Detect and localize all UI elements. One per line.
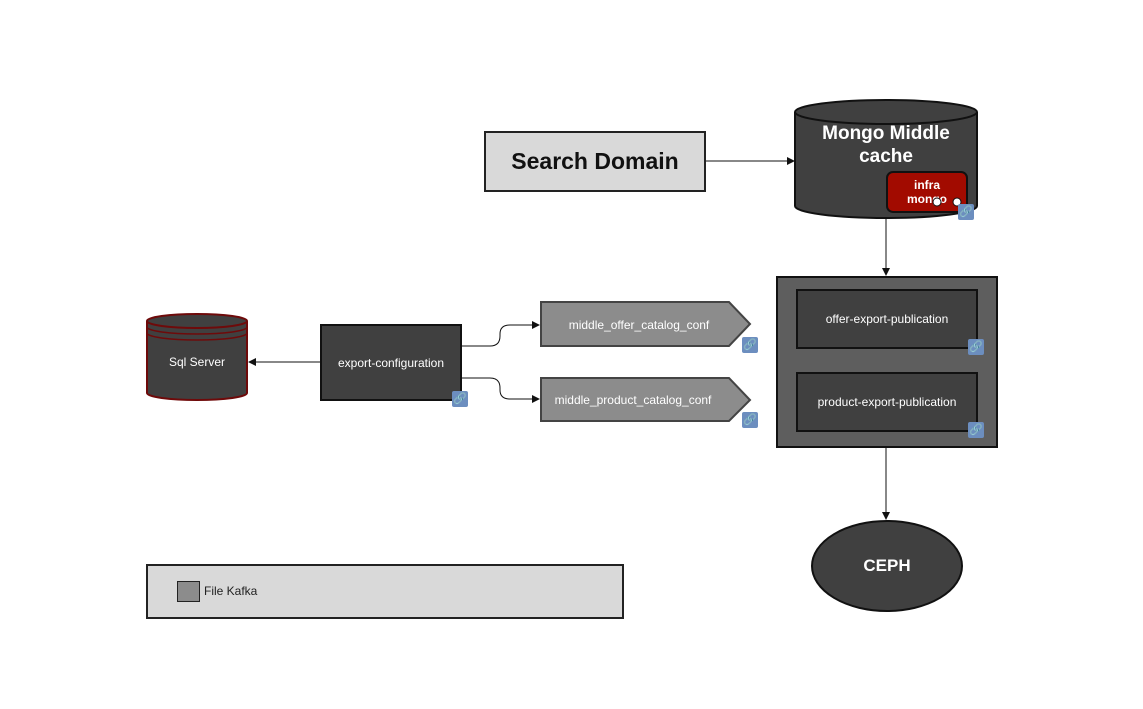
ceph-node[interactable]: CEPH bbox=[811, 520, 963, 612]
product-export-publication-node[interactable]: product-export-publication bbox=[796, 372, 978, 432]
topic-product-label: middle_product_catalog_conf bbox=[555, 393, 712, 407]
link-icon[interactable]: 🔗 bbox=[742, 337, 758, 353]
infra-mongo-port-left bbox=[932, 197, 942, 207]
offer-export-publication-label: offer-export-publication bbox=[825, 312, 949, 326]
search-domain-label: Search Domain bbox=[511, 148, 679, 174]
topic-offer-node[interactable]: middle_offer_catalog_conf bbox=[540, 301, 752, 347]
offer-export-publication-node[interactable]: offer-export-publication bbox=[796, 289, 978, 349]
product-export-publication-label: product-export-publication bbox=[817, 395, 957, 409]
search-domain-node[interactable]: Search Domain bbox=[484, 131, 706, 192]
export-configuration-label: export-configuration bbox=[337, 355, 445, 370]
link-icon[interactable]: 🔗 bbox=[742, 412, 758, 428]
infra-mongo-node[interactable]: infra mongo bbox=[886, 171, 968, 213]
legend-box: File Kafka bbox=[146, 564, 624, 619]
mongo-middle-cache-node[interactable]: Mongo Middle cache bbox=[794, 99, 978, 219]
ceph-label: CEPH bbox=[863, 556, 910, 575]
link-icon[interactable]: 🔗 bbox=[452, 391, 468, 407]
mongo-cache-label-line1: Mongo Middle bbox=[822, 123, 950, 144]
sql-server-label: Sql Server bbox=[169, 355, 225, 369]
edge-export-to-topic-offer bbox=[462, 321, 540, 347]
link-icon[interactable]: 🔗 bbox=[958, 204, 974, 220]
mongo-cache-label-line2: cache bbox=[859, 146, 913, 167]
link-icon[interactable]: 🔗 bbox=[968, 422, 984, 438]
topic-offer-label: middle_offer_catalog_conf bbox=[569, 318, 710, 332]
infra-mongo-label-line1: infra bbox=[914, 178, 940, 192]
link-icon[interactable]: 🔗 bbox=[968, 339, 984, 355]
topic-product-node[interactable]: middle_product_catalog_conf bbox=[540, 377, 752, 422]
legend-kafka-label: File Kafka bbox=[204, 584, 258, 598]
legend-kafka-swatch bbox=[177, 581, 200, 602]
edge-export-to-topic-product bbox=[462, 377, 540, 403]
export-configuration-node[interactable]: export-configuration bbox=[320, 324, 462, 401]
sql-server-node[interactable]: Sql Server bbox=[146, 313, 248, 401]
